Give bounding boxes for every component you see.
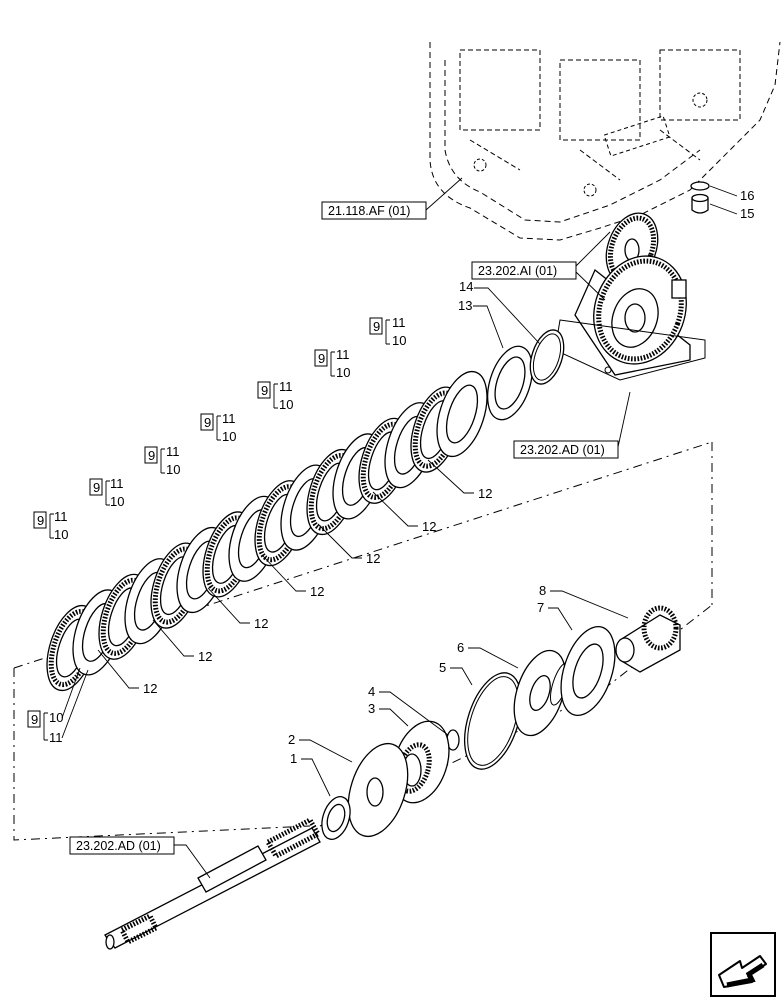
callout-11-group-6: 11 — [110, 476, 124, 491]
callout-12-3: 12 — [254, 616, 268, 631]
ref-box-housing[interactable] — [321, 201, 427, 220]
callout-2: 2 — [288, 732, 295, 747]
callout-5: 5 — [439, 660, 446, 675]
next-page-arrow-icon[interactable] — [710, 932, 776, 997]
callout-12-6: 12 — [422, 519, 436, 534]
callout-9-group-5: 9 — [148, 448, 155, 463]
callout-10-group-1: 10 — [392, 333, 406, 348]
callout-9-group-4: 9 — [204, 415, 211, 430]
ref-label-shaft-bottom[interactable]: 23.202.AD (01) — [76, 839, 161, 853]
thrust-washer — [486, 345, 534, 421]
callout-1: 1 — [290, 751, 297, 766]
callout-12-1: 12 — [143, 681, 157, 696]
callout-12-2: 12 — [198, 649, 212, 664]
callout-11-group-4: 11 — [222, 411, 236, 426]
input-shaft — [104, 816, 322, 950]
ref-box-gear-pair[interactable] — [471, 261, 577, 280]
ref-label-gear-pair[interactable]: 23.202.AI (01) — [478, 264, 557, 278]
callout-8: 8 — [539, 583, 546, 598]
assembly-boundary — [13, 441, 713, 841]
callout-7: 7 — [537, 600, 544, 615]
callout-11-group-8: 11 — [49, 730, 63, 745]
callout-12-7: 12 — [478, 486, 492, 501]
clutch-hub — [615, 605, 681, 673]
ref-label-shaft-top[interactable]: 23.202.AD (01) — [520, 443, 605, 457]
drain-plug — [690, 181, 710, 214]
callout-9-group-2: 9 — [318, 351, 325, 366]
callout-11-group-7: 11 — [54, 509, 68, 524]
callout-10-group-7: 10 — [54, 527, 68, 542]
callout-10-group-8: 10 — [49, 710, 63, 725]
callout-11-group-1: 11 — [392, 315, 406, 330]
o-ring — [463, 672, 523, 770]
callout-3: 3 — [368, 701, 375, 716]
callout-11-group-2: 11 — [336, 347, 350, 362]
callout-9-group-6: 9 — [93, 480, 100, 495]
callout-14: 14 — [459, 279, 473, 294]
callout-6: 6 — [457, 640, 464, 655]
backing-plate — [560, 625, 616, 717]
snap-ring — [529, 329, 565, 385]
ref-label-housing[interactable]: 21.118.AF (01) — [328, 204, 410, 218]
spacer-washer — [347, 742, 409, 838]
callout-16: 16 — [740, 188, 754, 203]
callout-9-group-8: 9 — [31, 712, 38, 727]
callout-12-5: 12 — [366, 551, 380, 566]
callout-10-group-2: 10 — [336, 365, 350, 380]
callout-10-group-3: 10 — [279, 397, 293, 412]
steel-plate — [436, 370, 488, 458]
lock-nut — [321, 796, 351, 840]
clutch-pack — [46, 370, 488, 692]
ref-box-shaft-top[interactable] — [513, 440, 619, 459]
callout-9-group-7: 9 — [37, 513, 44, 528]
transmission-housing — [429, 41, 781, 241]
callout-9-group-1: 9 — [373, 319, 380, 334]
callout-15: 15 — [740, 206, 754, 221]
callout-10-group-4: 10 — [222, 429, 236, 444]
callout-9-group-3: 9 — [261, 383, 268, 398]
callout-10-group-6: 10 — [110, 494, 124, 509]
callout-12-4: 12 — [310, 584, 324, 599]
ref-box-shaft-bottom[interactable] — [69, 836, 175, 855]
callout-10-group-5: 10 — [166, 462, 180, 477]
callout-13: 13 — [458, 298, 472, 313]
disc-set-callouts: 9 11 10 9 11 10 9 11 10 9 11 10 9 11 10 … — [27, 315, 406, 745]
plate-callouts: 12 12 12 12 12 12 12 — [97, 459, 492, 696]
callout-11-group-5: 11 — [166, 444, 180, 459]
callout-11-group-3: 11 — [279, 379, 293, 394]
gear-assembly — [554, 212, 706, 381]
callout-4: 4 — [368, 684, 375, 699]
